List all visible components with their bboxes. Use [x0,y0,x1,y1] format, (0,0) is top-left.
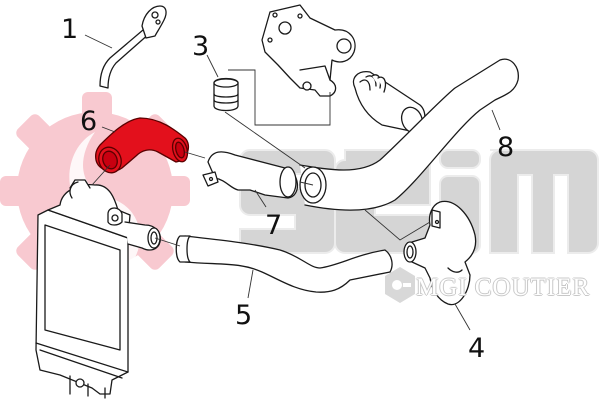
part-3-sleeve[interactable] [213,77,239,112]
part-1-bent-pipe[interactable] [99,5,167,89]
part-7-pipe-bracket[interactable] [202,151,299,199]
mgi-coutier-watermark-text: MGI COUTIER [416,274,591,301]
callout-8: 8 [497,132,515,163]
callout-3: 3 [192,31,210,62]
part-4-elbow-connector[interactable] [403,200,477,306]
intercooler [35,179,161,399]
mgi-coutier-logo-icon [385,267,415,303]
leader-lines [84,34,501,331]
callout-6: 6 [80,106,98,137]
part-6-elbow-hose-highlighted[interactable] [94,117,190,176]
callout-5: 5 [235,300,253,331]
valve-housing [261,4,356,97]
part-5-lower-hose[interactable] [175,235,393,293]
callout-7: 7 [265,210,283,241]
callout-1: 1 [61,14,79,45]
callout-4: 4 [468,333,486,364]
